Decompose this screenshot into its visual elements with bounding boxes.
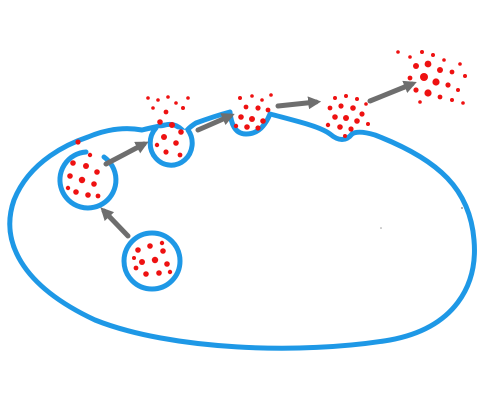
vesicle-3-granules [146, 95, 190, 158]
pathway-arrows [100, 80, 417, 239]
arrow-to-fused [275, 96, 322, 110]
vesicle-in-cytoplasm [121, 230, 183, 292]
vesicle-5-granules [325, 94, 370, 138]
cytoplasm-specks [380, 207, 463, 229]
contents-released [396, 50, 467, 105]
arrow-to-partial-fusion [103, 141, 149, 167]
vesicle-2-granules [65, 139, 101, 199]
vesicle-fused [325, 94, 370, 138]
arrow-to-near-fusion [195, 113, 235, 133]
vesicle-partially-fused [146, 95, 195, 168]
vesicle-1-granules [132, 240, 173, 277]
arrow-to-docked [100, 207, 131, 239]
cell-membrane [7, 109, 477, 351]
arrow-to-release [367, 80, 417, 104]
vesicle-4-granules [233, 93, 273, 131]
vesicle-docked-open [57, 139, 119, 211]
vesicle-nearly-fused [233, 93, 273, 131]
